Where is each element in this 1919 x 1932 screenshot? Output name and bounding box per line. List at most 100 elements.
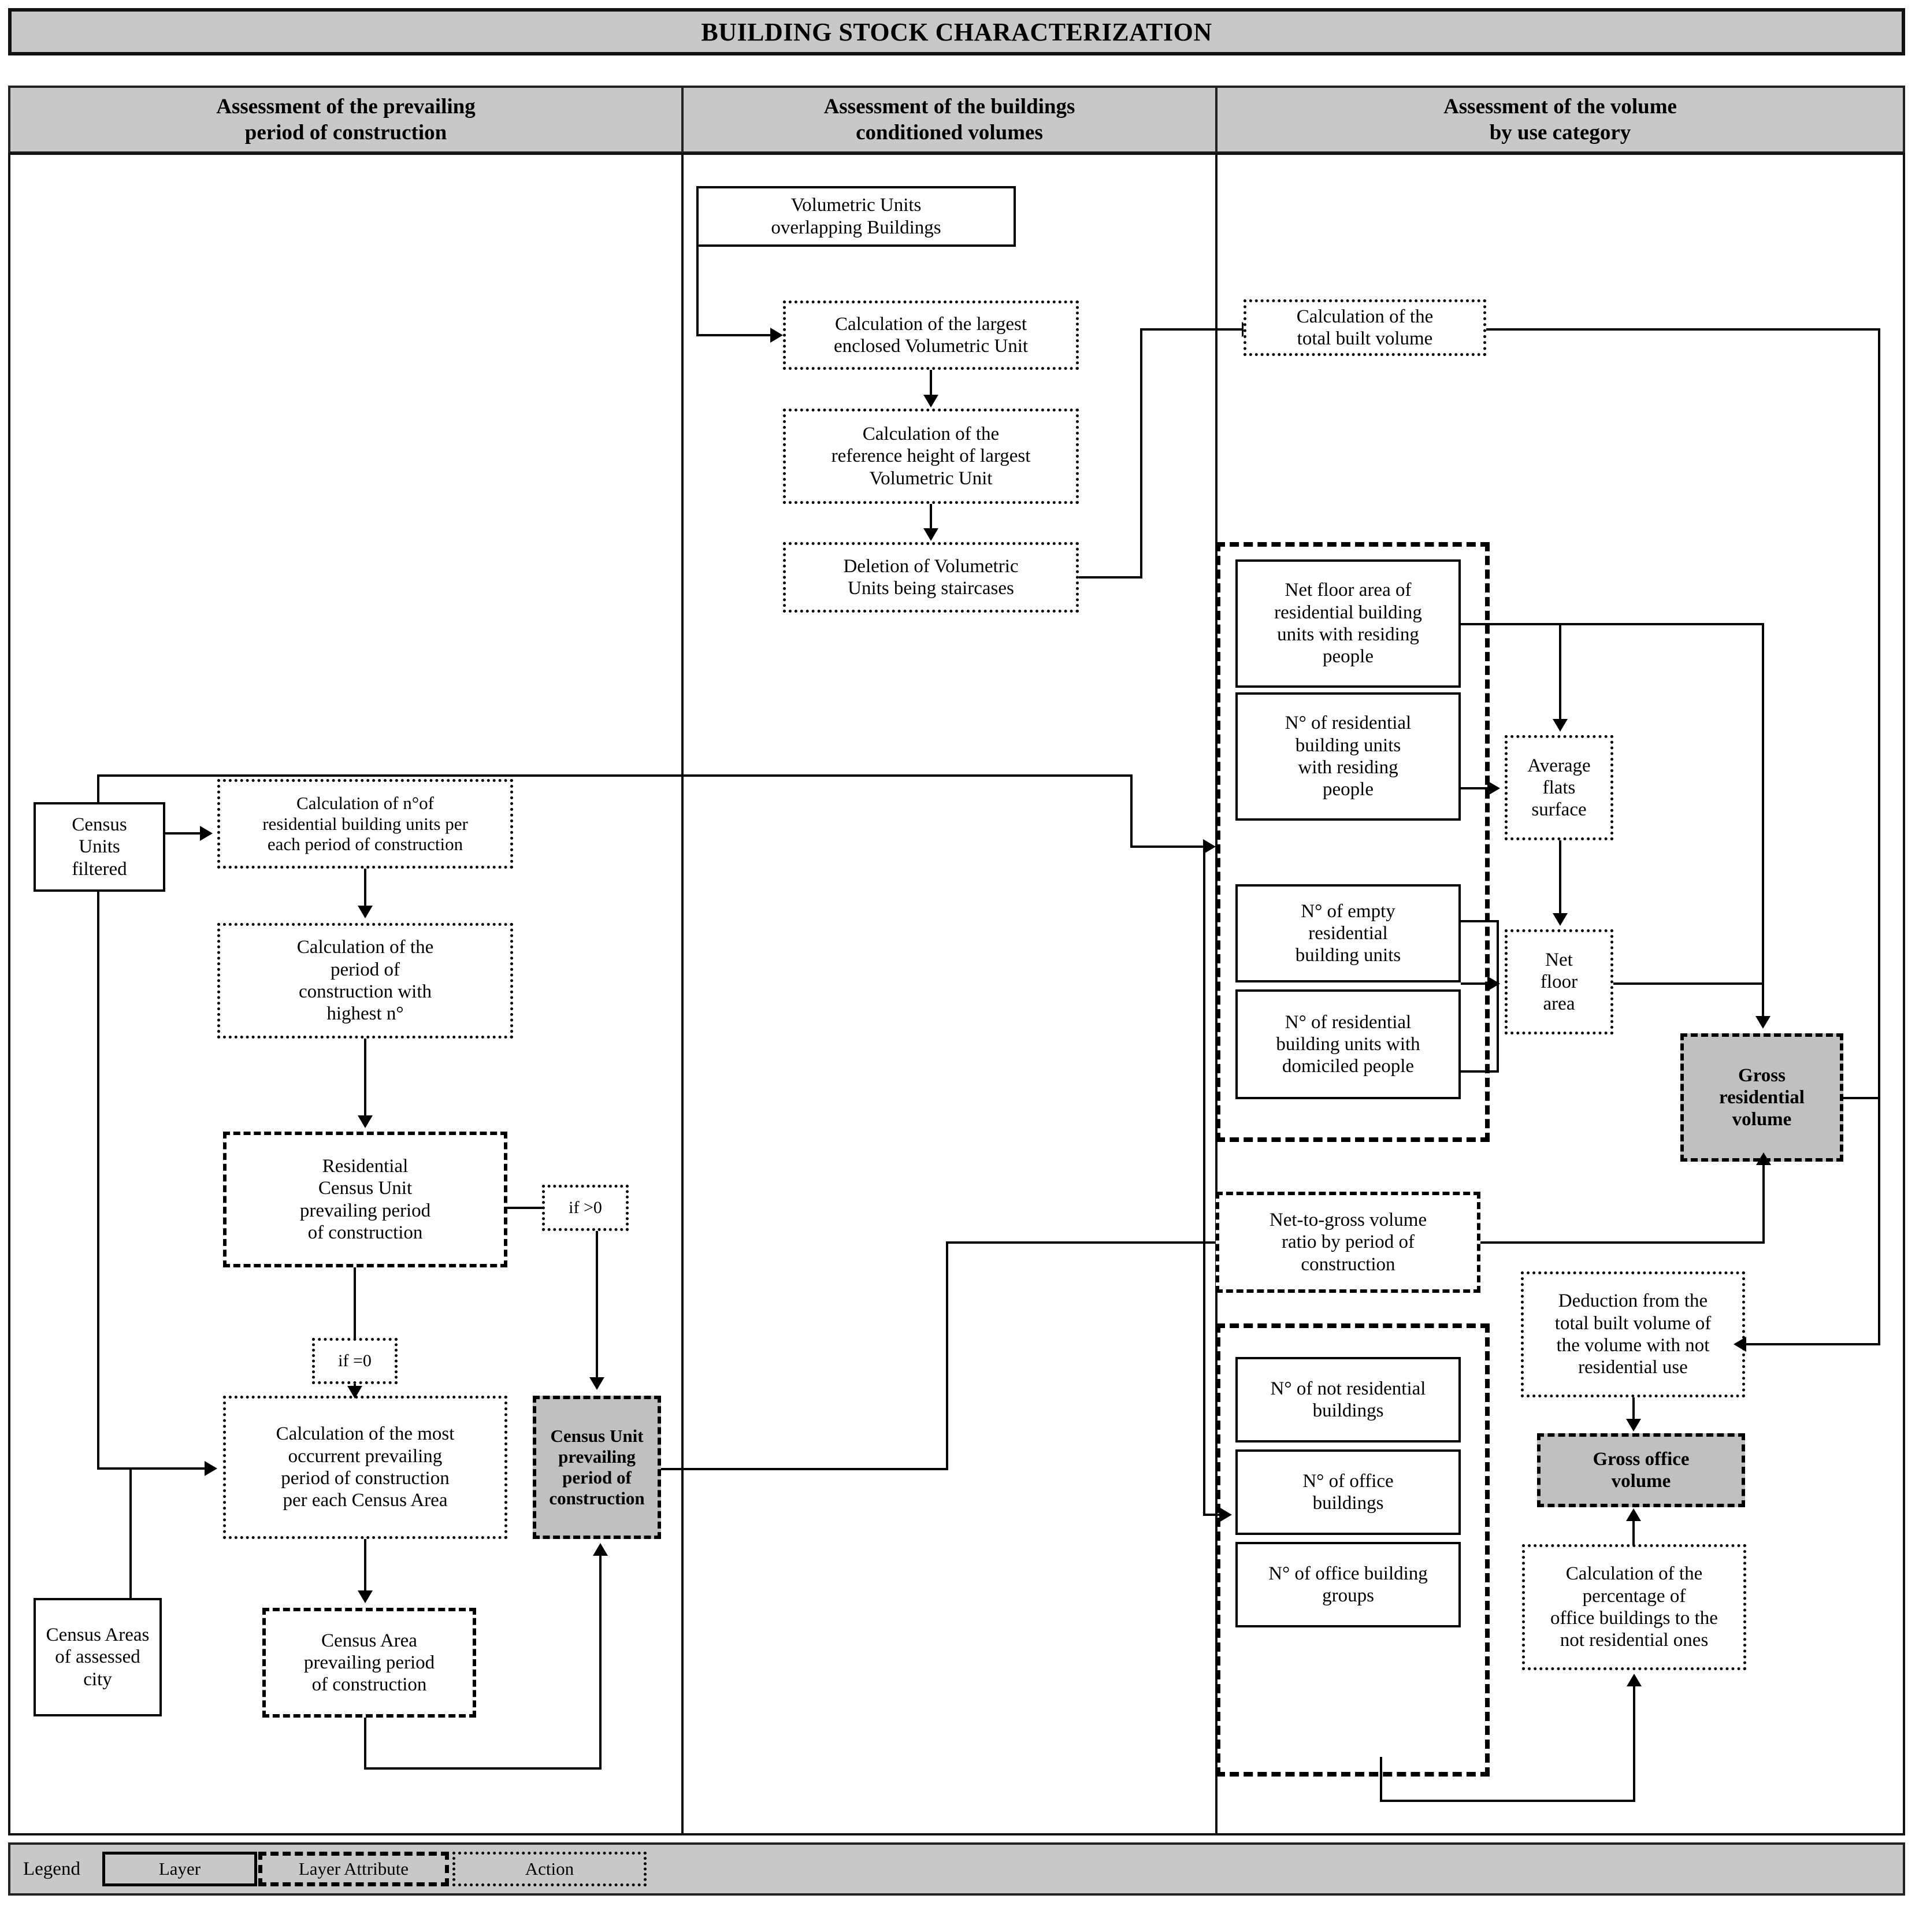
connector-cuf-to-calcn [165,832,201,835]
arrowhead-largest-to-refheight [923,395,938,407]
diagram-title: BUILDING STOCK CHARACTERIZATION [701,17,1212,46]
connector-domiciled-join-h [1461,1070,1499,1073]
connector-total-to-deduction-v [1878,328,1880,1345]
legend-item-layer: Layer [102,1852,257,1886]
arrowhead-calcpct-to-gov [1626,1508,1641,1521]
arrowhead-ifeq0-to-calcmost [347,1386,362,1399]
arrowhead-cap-to-cupp [593,1543,608,1556]
connector-total-to-deduction-h2 [1746,1343,1880,1345]
node-label: if =0 [338,1351,372,1370]
node-if-gt-0[interactable]: if >0 [542,1185,629,1231]
connector-calcpct-to-gov [1632,1520,1635,1545]
connector-deletion-to-total-h1 [1079,576,1142,579]
connector-nfar-to-afs-h [1461,623,1561,625]
connector-obg-to-calcpct-v2 [1633,1686,1635,1801]
connector-nrur-to-afs [1461,787,1489,789]
connector-ntg-to-grv-v [1762,1164,1765,1244]
diagram-title-bar: BUILDING STOCK CHARACTERIZATION [8,8,1905,55]
arrowhead-cuf-to-calcn [200,826,213,841]
connector-cuf-top-h2 [1130,846,1205,848]
connector-calcn-to-calcperiod [364,869,366,907]
connector-nfa-to-grv [1613,982,1763,985]
arrowhead-refheight-to-deletion [923,528,938,541]
connector-nfar-to-grv-v [1762,623,1764,1017]
legend-bar: Legend Layer Layer Attribute Action [8,1842,1905,1896]
connector-cuf-bus-h [97,1467,207,1470]
connector-vu-to-largest-v [696,247,699,335]
connector-afs-to-nfa [1559,840,1561,914]
connector-calcmost-to-cap [364,1539,366,1592]
connector-cuf-bus-v [97,892,99,1470]
arrowhead-ifgt0-to-cupp [589,1377,604,1390]
connector-deletion-to-total-v [1140,328,1142,579]
connector-cuf-top-v2 [1130,774,1133,848]
connector-cuf-top-v [97,774,99,804]
connector-empty-join-h [1461,920,1499,922]
connector-deletion-to-total-h2 [1140,328,1244,331]
legend-item-layer-label: Layer [158,1859,201,1879]
arrowhead-vu-to-largest [770,328,783,343]
column-separator-1 [681,153,684,1835]
connector-cuf-top-h [97,774,1133,777]
node-if-eq-0[interactable]: if =0 [312,1338,398,1384]
arrowhead-calcperiod-to-rcu [358,1115,373,1128]
legend-item-action: Action [452,1852,647,1886]
connector-cupp-out-h1 [661,1468,948,1470]
connector-cuf-low-h [1203,1514,1222,1516]
legend-item-action-label: Action [525,1859,574,1879]
connector-nfar-to-afs-v [1559,623,1561,720]
connector-deduction-to-gov [1632,1397,1635,1421]
connector-nfar-to-grv-h [1559,623,1764,625]
connector-join-v [1497,920,1499,1073]
